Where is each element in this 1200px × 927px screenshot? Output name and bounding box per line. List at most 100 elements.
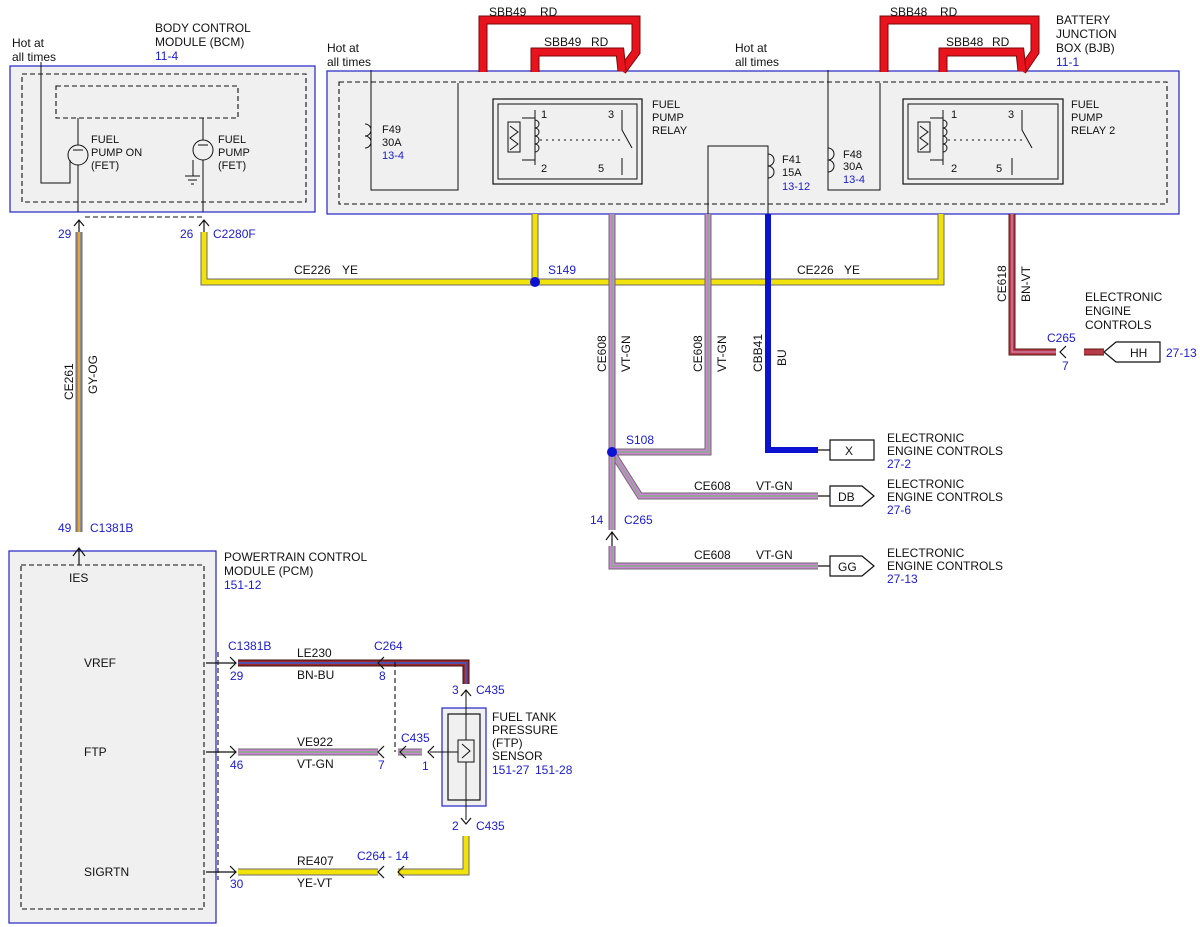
splice-s149-label: S149 xyxy=(548,263,576,277)
bjb-title-3: BOX (BJB) xyxy=(1056,41,1115,55)
bcm-pump-3: (FET) xyxy=(218,160,246,172)
pcm-connector-c1381b-top: C1381B xyxy=(90,521,133,535)
pcm-title-1: POWERTRAIN CONTROL xyxy=(224,550,367,564)
fuse-f48: F48 xyxy=(843,149,862,161)
bjb-title-1: BATTERY xyxy=(1056,13,1110,27)
c264b-connector: C264 xyxy=(357,849,386,863)
ftp-title-2: PRESSURE xyxy=(492,723,558,737)
bcm-pump-2: PUMP xyxy=(218,147,250,159)
ce226-color-left: YE xyxy=(342,263,358,277)
fuse-f49-rating: 30A xyxy=(382,137,402,149)
relay2-pin1: 1 xyxy=(951,109,957,121)
c264b-pin14: - 14 xyxy=(388,849,409,863)
c435b-connector: C435 xyxy=(476,819,505,833)
bcm-pump-1: FUEL xyxy=(218,134,246,146)
ce608-label-2: CE608 xyxy=(691,335,705,372)
sbb48-inner-color: RD xyxy=(992,35,1010,49)
le230-label: LE230 xyxy=(297,646,332,660)
c265b-connector: C265 xyxy=(624,513,653,527)
pcm-ftp: FTP xyxy=(84,745,107,759)
fuse-f48-ref: 13-4 xyxy=(843,174,865,186)
ftp-sensor-shape xyxy=(427,689,487,825)
ce226-label-right: CE226 xyxy=(797,263,834,277)
relay1-label-3: RELAY xyxy=(652,125,688,137)
pcm-pin-arrows xyxy=(206,656,407,879)
bcm-pin-29: 29 xyxy=(58,227,72,241)
relay1-label-2: PUMP xyxy=(652,112,684,124)
re407-color: YE-VT xyxy=(297,876,333,890)
splice-s108-label: S108 xyxy=(626,433,654,447)
c264-connector: C264 xyxy=(374,639,403,653)
bcm-title-2: MODULE (BCM) xyxy=(155,35,244,49)
wire-ce608 xyxy=(608,214,818,570)
ftp-title-1: FUEL TANK xyxy=(492,710,556,724)
c435-connector: C435 xyxy=(401,731,430,745)
ce608-color-2: VT-GN xyxy=(715,335,729,372)
relay2-label-3: RELAY 2 xyxy=(1071,125,1115,137)
relay1-pin3: 3 xyxy=(608,109,614,121)
sbb48-outer-label: SBB48 xyxy=(890,5,928,19)
wire-cbb41 xyxy=(765,214,818,453)
ce608-color-gg: VT-GN xyxy=(756,548,793,562)
eec-hh-title-1: ELECTRONIC xyxy=(1085,290,1163,304)
c265-pin7: 7 xyxy=(1062,359,1069,373)
bjb-ref: 11-1 xyxy=(1056,55,1079,69)
ce608-label-gg: CE608 xyxy=(694,548,731,562)
gg-connector-label: GG xyxy=(838,560,857,574)
pcm-sigrtn: SIGRTN xyxy=(84,865,129,879)
bcm-hot-label-2: all times xyxy=(12,50,56,64)
c435a-pin3: 3 xyxy=(452,683,459,697)
ve922-label: VE922 xyxy=(297,735,333,749)
sbb49-inner-label: SBB49 xyxy=(544,35,582,49)
fuse-f41-rating: 15A xyxy=(782,167,802,179)
c264-pin8: 8 xyxy=(379,669,386,683)
ce618-label: CE618 xyxy=(995,265,1009,302)
bcm-pump-on-1: FUEL xyxy=(91,134,119,146)
pcm-ref: 151-12 xyxy=(224,578,262,592)
sbb48-inner-label: SBB48 xyxy=(946,35,984,49)
hh-ref: 27-13 xyxy=(1166,346,1197,360)
sbb49-outer-label: SBB49 xyxy=(489,5,527,19)
ce261-color: GY-OG xyxy=(86,355,100,394)
eec-gg-ref: 27-13 xyxy=(887,572,918,586)
wire-sbb49-outer xyxy=(478,15,641,74)
c435a-connector: C435 xyxy=(476,683,505,697)
pcm-ies: IES xyxy=(69,571,88,585)
relay2-pin2: 2 xyxy=(951,163,957,175)
bjb-hot1-2: all times xyxy=(327,55,371,69)
wire-re407 xyxy=(238,836,470,876)
wire-sbb48-outer xyxy=(879,15,1040,74)
cbb41-color: BU xyxy=(775,349,789,366)
ce226-label-left: CE226 xyxy=(294,263,331,277)
pcm-module xyxy=(8,550,217,924)
ce608-color-1: VT-GN xyxy=(619,335,633,372)
pcm-title-2: MODULE (PCM) xyxy=(224,564,313,578)
bcm-module xyxy=(9,65,316,213)
bjb-module xyxy=(326,70,1180,215)
c435b-pin2: 2 xyxy=(452,819,459,833)
bcm-hot-label-1: Hot at xyxy=(12,36,45,50)
fuse-f49-ref: 13-4 xyxy=(382,150,404,162)
bcm-pump-on-2: PUMP ON xyxy=(91,147,142,159)
bcm-pin-arrows xyxy=(73,219,210,232)
bcm-title-1: BODY CONTROL xyxy=(155,21,251,35)
ce226-color-right: YE xyxy=(844,263,860,277)
eec-db-title-1: ELECTRONIC xyxy=(887,477,965,491)
ftp-title-3: (FTP) xyxy=(492,736,523,750)
relay1-label-1: FUEL xyxy=(652,99,680,111)
ce261-label: CE261 xyxy=(62,363,76,400)
hh-connector-label: HH xyxy=(1130,346,1147,360)
bcm-pump-on-3: (FET) xyxy=(91,160,119,172)
eec-hh-title-3: CONTROLS xyxy=(1085,318,1152,332)
wire-le230 xyxy=(238,659,470,684)
relay2-label-1: FUEL xyxy=(1071,99,1099,111)
relay2-label-2: PUMP xyxy=(1071,112,1103,124)
bjb-hot2-2: all times xyxy=(735,55,779,69)
wire-ce618 xyxy=(1008,214,1104,356)
pcm-connector-c1381b: C1381B xyxy=(228,639,271,653)
fuse-f41: F41 xyxy=(782,154,801,166)
eec-hh-title-2: ENGINE xyxy=(1085,304,1131,318)
bjb-internals xyxy=(364,70,1064,214)
eec-x-title-1: ELECTRONIC xyxy=(887,431,965,445)
